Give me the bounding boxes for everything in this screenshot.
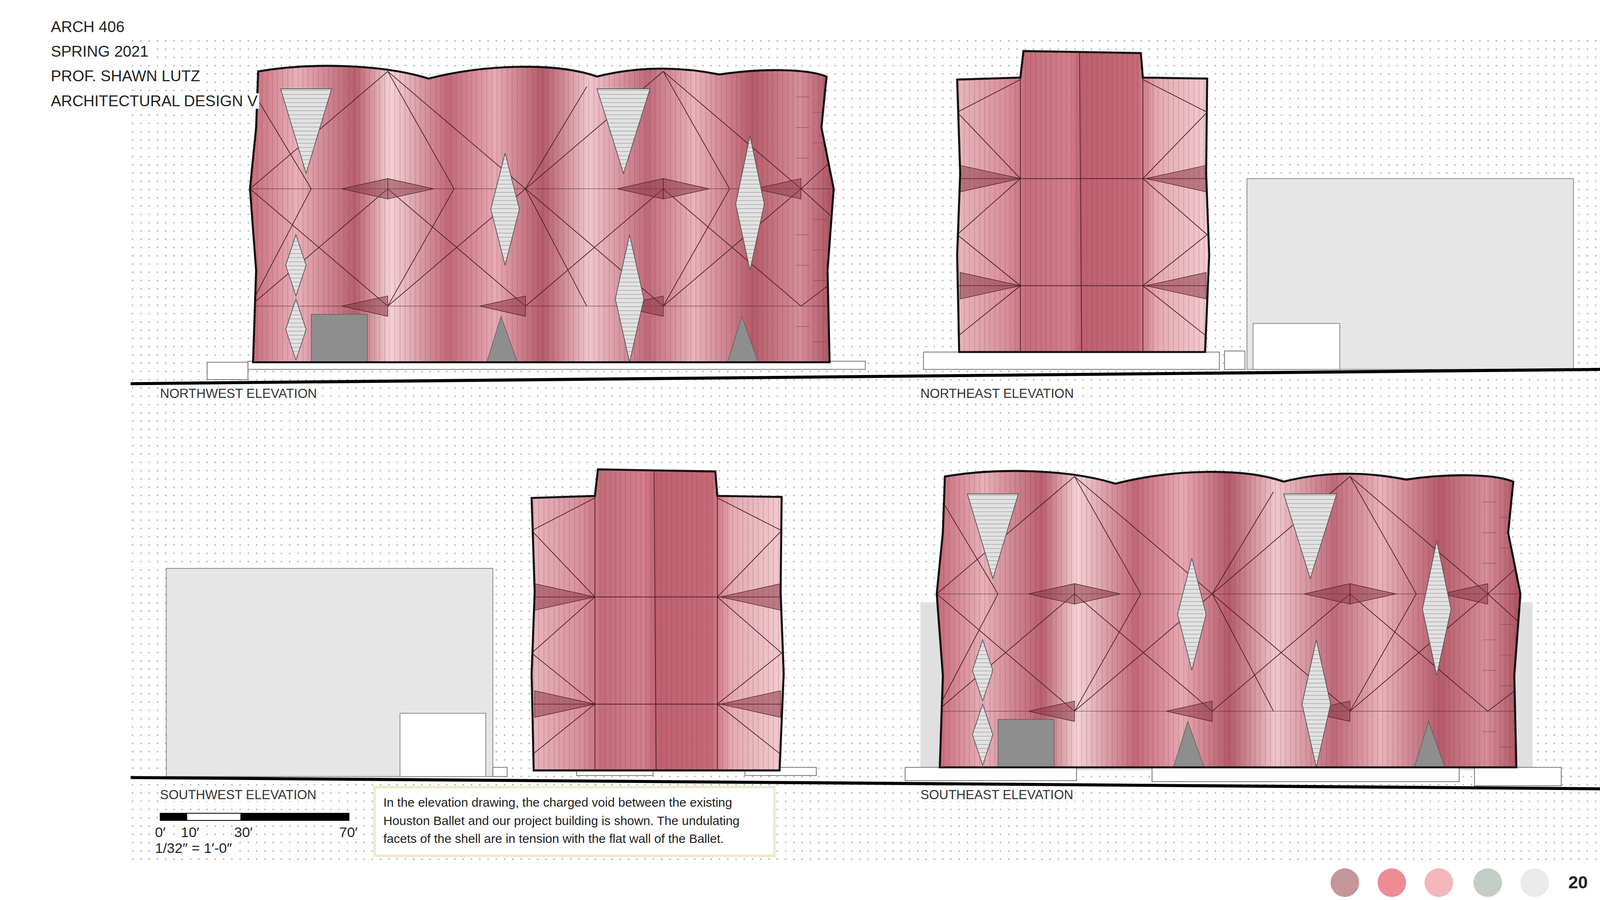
color-swatch bbox=[1377, 868, 1407, 898]
elevation-title: SOUTHEAST ELEVATION bbox=[918, 788, 1075, 802]
header-text: PROF. SHAWN LUTZ bbox=[49, 68, 202, 84]
color-swatch bbox=[1473, 868, 1503, 898]
base-slab bbox=[905, 767, 1077, 781]
color-swatch bbox=[1520, 868, 1550, 898]
scale-bar bbox=[240, 813, 350, 821]
scale-bar bbox=[186, 813, 241, 821]
note-box: In the elevation drawing, the charged vo… bbox=[373, 785, 776, 858]
elevation-title: SOUTHWEST ELEVATION bbox=[158, 788, 319, 802]
base-slab bbox=[207, 350, 1562, 786]
elevation-title: NORTHWEST ELEVATION bbox=[158, 387, 319, 400]
ground-line bbox=[130, 777, 1600, 789]
color-swatch bbox=[1424, 868, 1454, 898]
scale-note: 1/32″ = 1′-0″ bbox=[153, 840, 234, 855]
elevation-title: NORTHEAST ELEVATION bbox=[918, 387, 1076, 400]
base-slab bbox=[923, 352, 1220, 370]
color-swatch bbox=[1330, 868, 1549, 898]
scale-label: 10′ bbox=[179, 825, 201, 840]
scale-bar bbox=[160, 813, 187, 821]
scale-label: 0′ bbox=[153, 825, 168, 840]
existing-ballet-building bbox=[166, 568, 493, 777]
project-building-short bbox=[531, 469, 784, 771]
header-text: ARCHITECTURAL DESIGN V bbox=[49, 93, 260, 109]
header-text: ARCH 406 bbox=[49, 19, 127, 35]
project-building-short bbox=[957, 50, 1210, 352]
note-text: In the elevation drawing, the charged vo… bbox=[383, 793, 766, 848]
base-slab bbox=[207, 362, 248, 380]
project-building-long bbox=[936, 470, 1522, 768]
base-slab bbox=[1224, 350, 1245, 370]
base-slab bbox=[492, 767, 508, 777]
scale-bar bbox=[160, 813, 349, 821]
base-slab bbox=[1152, 767, 1460, 782]
base-slab bbox=[1474, 767, 1562, 786]
project-building-long bbox=[250, 65, 835, 363]
existing-ballet-building bbox=[1252, 323, 1340, 370]
existing-ballet-building bbox=[400, 713, 486, 777]
page-number: 20 bbox=[1566, 873, 1590, 892]
dot-grid bbox=[130, 38, 1600, 864]
ground-line bbox=[130, 369, 1600, 790]
scale-label: 30′ bbox=[232, 825, 255, 840]
header-text: SPRING 2021 bbox=[49, 43, 150, 60]
ground-line bbox=[130, 369, 1600, 384]
scale-label: 70′ bbox=[337, 825, 360, 840]
existing-ballet-building bbox=[1247, 178, 1574, 370]
color-swatch bbox=[1330, 868, 1360, 898]
